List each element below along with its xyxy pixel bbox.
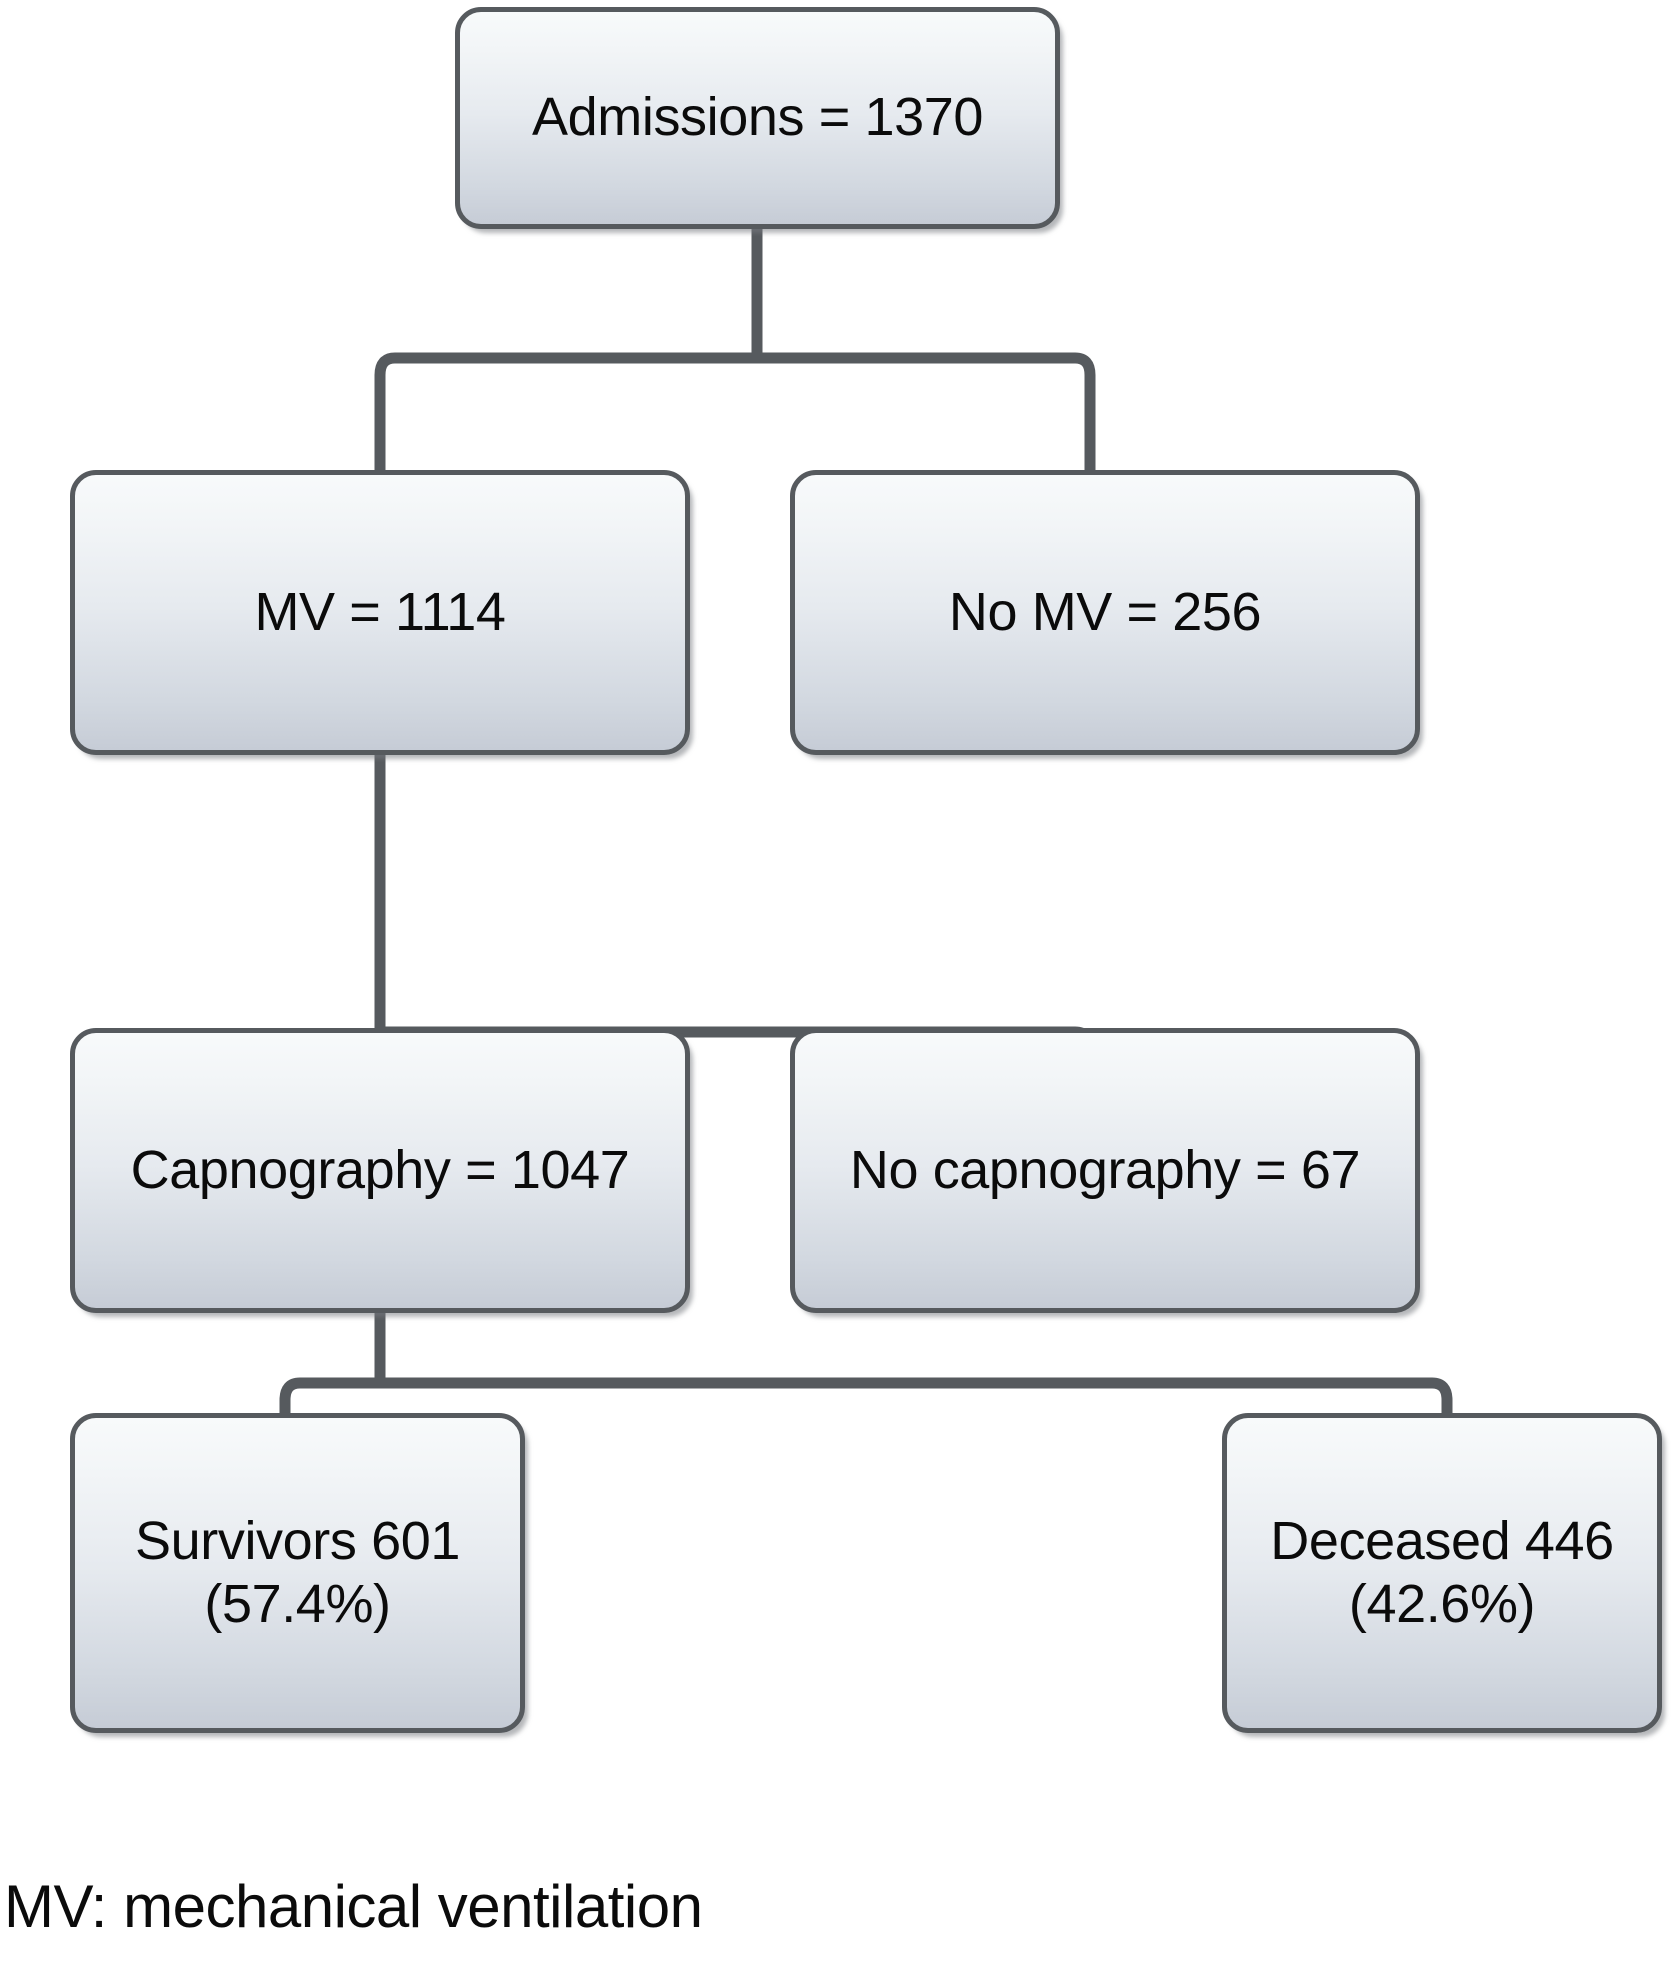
node-no-capnography[interactable]: No capnography = 67: [790, 1028, 1420, 1313]
node-survivors[interactable]: Survivors 601 (57.4%): [70, 1413, 525, 1733]
node-no-mv-label: No MV = 256: [948, 581, 1262, 642]
node-no-mv[interactable]: No MV = 256: [790, 470, 1420, 755]
node-admissions[interactable]: Admissions = 1370: [455, 7, 1060, 229]
node-mv-label: MV = 1114: [254, 581, 506, 642]
node-deceased[interactable]: Deceased 446 (42.6%): [1222, 1413, 1662, 1733]
node-capnography-label: Capnography = 1047: [130, 1139, 630, 1200]
node-deceased-label: Deceased 446 (42.6%): [1270, 1510, 1614, 1634]
node-survivors-label: Survivors 601 (57.4%): [135, 1510, 460, 1634]
legend-caption: MV: mechanical ventilation: [4, 1873, 703, 1940]
node-capnography[interactable]: Capnography = 1047: [70, 1028, 690, 1313]
node-mv[interactable]: MV = 1114: [70, 470, 690, 755]
node-no-capnography-label: No capnography = 67: [849, 1139, 1361, 1200]
node-admissions-label: Admissions = 1370: [532, 87, 983, 148]
